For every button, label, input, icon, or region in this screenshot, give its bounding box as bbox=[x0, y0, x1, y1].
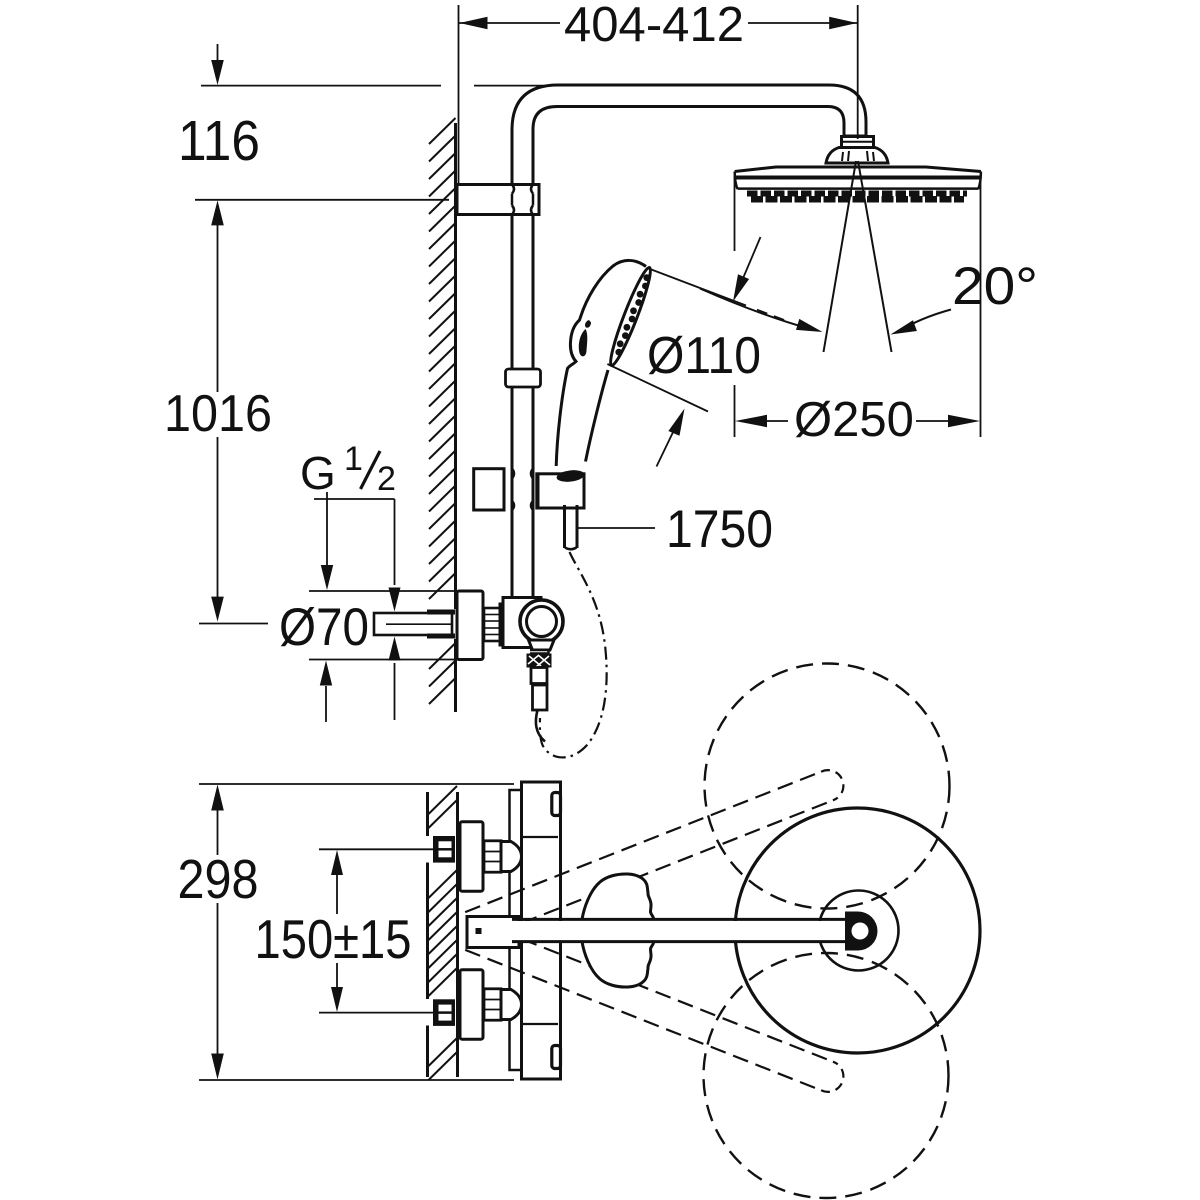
svg-text:1: 1 bbox=[344, 440, 363, 478]
svg-text:G: G bbox=[300, 447, 336, 499]
svg-text:404-412: 404-412 bbox=[564, 0, 744, 52]
svg-text:150±15: 150±15 bbox=[255, 908, 412, 970]
svg-text:Ø110: Ø110 bbox=[647, 327, 761, 385]
svg-text:1750: 1750 bbox=[666, 500, 773, 559]
svg-text:Ø250: Ø250 bbox=[794, 393, 914, 447]
svg-text:2: 2 bbox=[377, 460, 396, 498]
svg-text:20°: 20° bbox=[952, 257, 1038, 316]
svg-text:1016: 1016 bbox=[164, 385, 272, 443]
svg-text:Ø70: Ø70 bbox=[279, 598, 369, 657]
svg-text:298: 298 bbox=[178, 848, 259, 910]
svg-text:116: 116 bbox=[178, 109, 260, 173]
